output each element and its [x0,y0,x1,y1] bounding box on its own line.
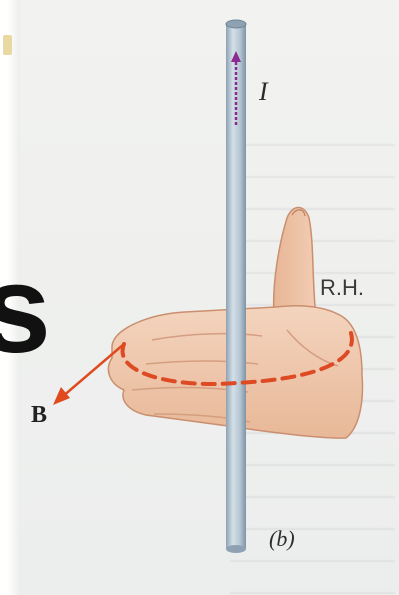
current-label: I [259,79,268,105]
magnetic-field-label: B [31,403,47,427]
right-hand-label: R.H. [320,277,364,299]
subfigure-label: (b) [269,528,295,550]
cropped-letter: s [0,248,51,372]
thumb [274,208,316,319]
